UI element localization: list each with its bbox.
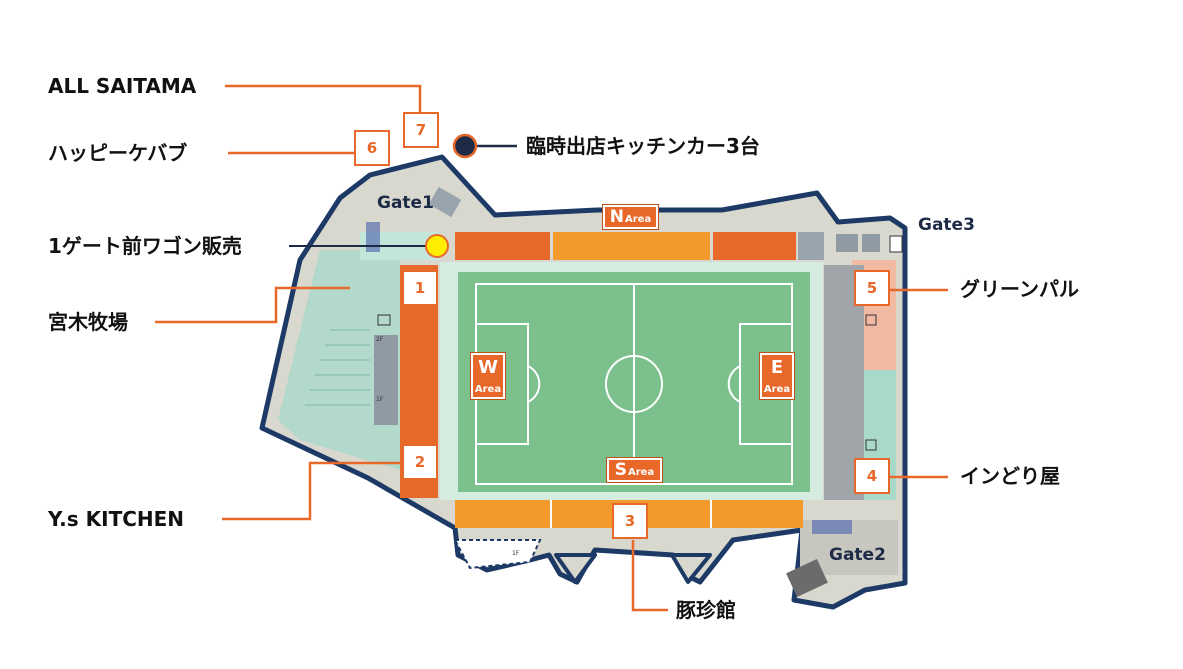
miyaki-label[interactable]: 宮木牧場 <box>48 310 128 334</box>
ys-kitchen-label[interactable]: Y.s KITCHEN <box>48 507 185 531</box>
south-spike-1 <box>554 553 597 584</box>
east-area-word: Area <box>763 384 791 395</box>
happy-kebab-label[interactable]: ハッピーケバブ <box>48 141 188 165</box>
floor-1f-south-label: 1F <box>512 550 520 557</box>
gate1-ticket <box>366 222 380 252</box>
north-area-word: Area <box>625 213 652 225</box>
gate2-ticket <box>812 520 852 534</box>
shop-marker-7[interactable]: 7 <box>403 112 439 148</box>
west-area-word: Area <box>474 384 502 395</box>
east-area-letter: E <box>770 357 784 378</box>
wagon-label[interactable]: 1ゲート前ワゴン販売 <box>48 234 242 258</box>
west-area-letter: W <box>478 357 498 378</box>
north-stand-center <box>553 232 710 260</box>
east-area-badge[interactable]: E Area <box>759 352 795 400</box>
shop-marker-3[interactable]: 3 <box>612 503 648 539</box>
gate1-label: Gate1 <box>377 193 434 213</box>
north-stand-right <box>713 232 796 260</box>
shop-marker-1[interactable]: 1 <box>402 270 438 306</box>
west-stairs <box>305 329 370 406</box>
south-area-letter: S <box>614 459 628 480</box>
south-area-badge[interactable]: S Area <box>606 457 663 483</box>
gate2-label: Gate2 <box>829 545 886 565</box>
all-saitama-label[interactable]: ALL SAITAMA <box>48 74 197 98</box>
gate2-stairs <box>786 559 828 597</box>
south-area-word: Area <box>628 466 655 478</box>
kitchen-car-marker-icon[interactable] <box>452 133 478 159</box>
north-area-badge[interactable]: N Area <box>602 204 659 230</box>
kitchen-car-label[interactable]: 臨時出店キッチンカー3台 <box>526 134 760 158</box>
shop-marker-5[interactable]: 5 <box>854 270 890 306</box>
north-stand-left <box>455 232 550 260</box>
west-area-badge[interactable]: W Area <box>470 352 506 400</box>
gate3-label: Gate3 <box>918 215 975 235</box>
butachin-label[interactable]: 豚珍館 <box>676 598 736 622</box>
floor-1f-label: 1F <box>376 396 384 403</box>
floor-2f-label: 2F <box>376 336 384 343</box>
north-area-letter: N <box>609 206 625 227</box>
east-icon-box <box>889 235 903 253</box>
north-building-1 <box>836 234 858 252</box>
leader-lines <box>155 84 948 612</box>
gate1-building <box>428 186 462 218</box>
shop-marker-6[interactable]: 6 <box>354 130 390 166</box>
shop-marker-4[interactable]: 4 <box>854 458 890 494</box>
wagon-marker-icon[interactable] <box>425 234 449 258</box>
indoriya-label[interactable]: インどり屋 <box>960 464 1060 488</box>
south-spike-2 <box>670 553 712 584</box>
shop-marker-2[interactable]: 2 <box>402 444 438 480</box>
west-building <box>374 335 398 425</box>
south-annex <box>453 539 542 570</box>
green-pal-label[interactable]: グリーンパル <box>960 277 1079 301</box>
west-vent <box>377 314 391 326</box>
north-stand-gray <box>798 232 824 260</box>
north-building-2 <box>862 234 880 252</box>
east-vent-1 <box>865 314 877 326</box>
east-vent-2 <box>865 439 877 451</box>
